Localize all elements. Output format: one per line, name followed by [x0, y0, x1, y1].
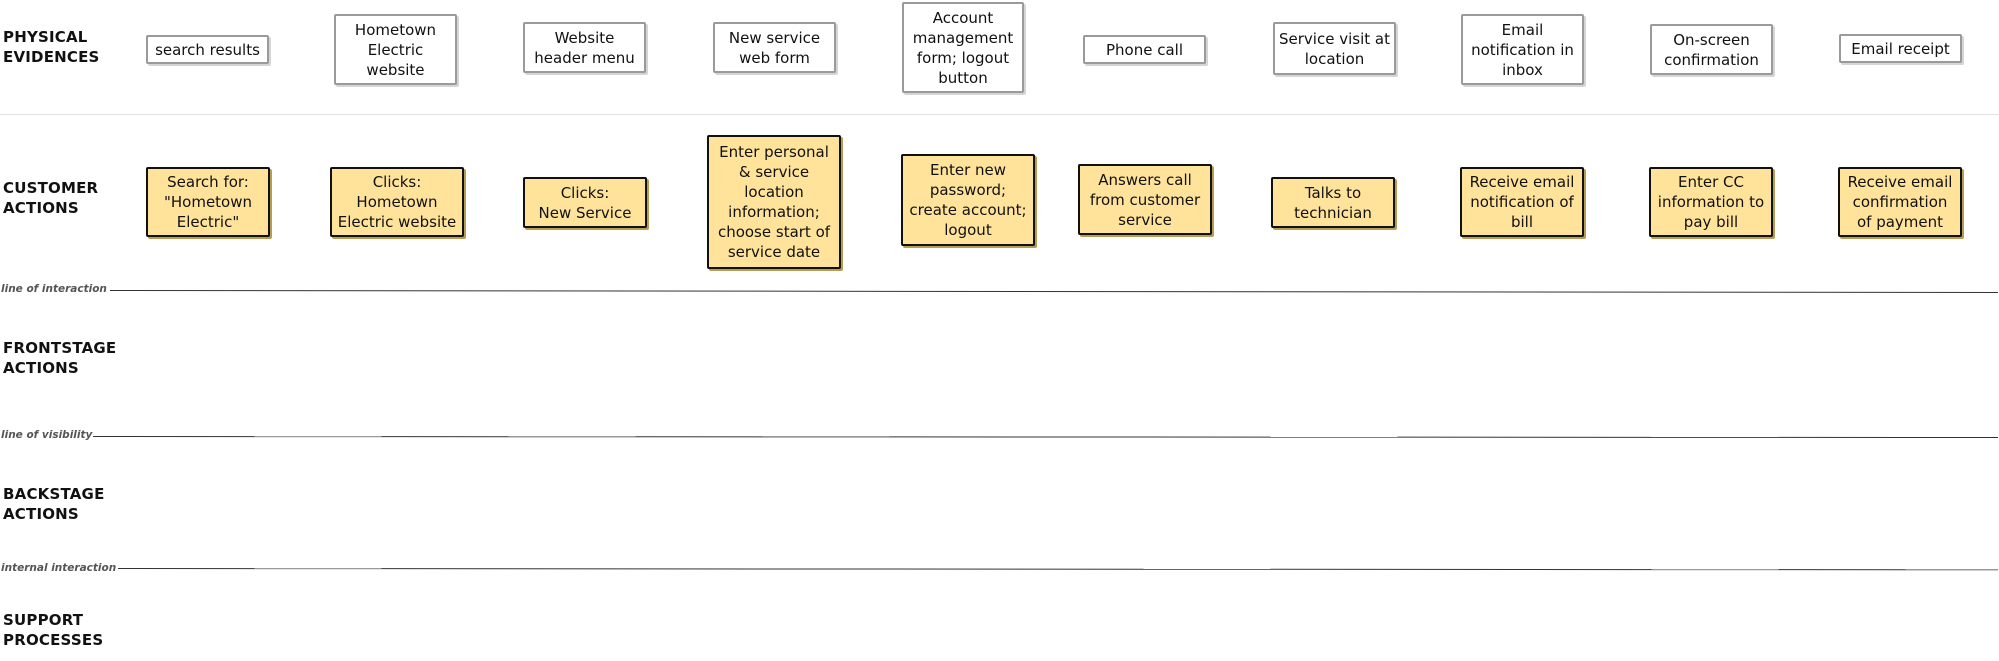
lane-divider — [0, 114, 1999, 115]
customer-action-note: Search for: "Hometown Electric" — [146, 167, 270, 237]
customer-action-note: Enter personal & service location inform… — [707, 135, 841, 269]
line-of-interaction — [109, 290, 1998, 293]
evidence-card: search results — [146, 35, 269, 64]
evidence-card: Hometown Electric website — [334, 14, 457, 85]
evidence-card: Account management form; logout button — [902, 2, 1024, 93]
customer-action-note: Answers call from customer service — [1078, 164, 1212, 235]
line-of-visibility-label: line of visibility — [1, 429, 93, 441]
customer-action-note: Clicks: Hometown Electric website — [330, 167, 464, 237]
evidence-card: Service visit at location — [1273, 22, 1396, 75]
evidence-card: On-screen confirmation — [1650, 24, 1773, 75]
evidence-card: Website header menu — [523, 22, 646, 73]
customer-action-note: Receive email notification of bill — [1460, 167, 1584, 237]
customer-action-note: Enter CC information to pay bill — [1649, 167, 1773, 237]
customer-action-note: Talks to technician — [1271, 177, 1395, 228]
evidence-card: Email receipt — [1839, 34, 1962, 63]
evidence-card: Phone call — [1083, 35, 1206, 64]
evidence-card: New service web form — [713, 22, 836, 73]
evidence-card: Email notification in inbox — [1461, 14, 1584, 85]
customer-action-note: Clicks: New Service — [523, 177, 647, 228]
internal-interaction-line — [117, 568, 1998, 571]
line-of-visibility — [92, 436, 1998, 438]
customer-action-note: Enter new password; create account; logo… — [901, 154, 1035, 246]
lane-label-customer-actions: CUSTOMER ACTIONS — [3, 179, 99, 217]
line-of-interaction-label: line of interaction — [1, 283, 107, 295]
lane-label-backstage-actions: BACKSTAGE ACTIONS — [3, 485, 105, 523]
customer-action-note: Receive email confirmation of payment — [1838, 167, 1962, 237]
lane-label-frontstage-actions: FRONTSTAGE ACTIONS — [3, 339, 117, 377]
lane-label-support-processes: SUPPORT PROCESSES — [3, 611, 104, 649]
internal-interaction-label: internal interaction — [1, 562, 117, 574]
lane-label-physical-evidences: PHYSICAL EVIDENCES — [3, 28, 100, 66]
